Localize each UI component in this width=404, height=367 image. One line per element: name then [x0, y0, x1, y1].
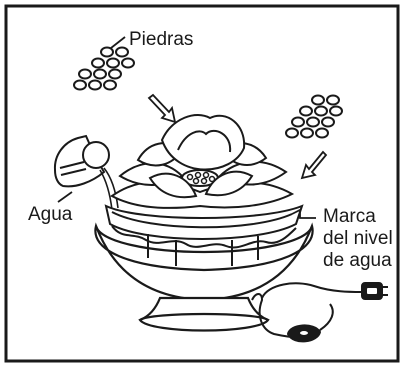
- diagram-frame: [4, 4, 400, 363]
- water-level-leader-line: [291, 208, 316, 219]
- stones-label: Piedras: [129, 29, 193, 50]
- water-level-label-line1: Marca: [323, 206, 376, 227]
- stones-group-right: [285, 94, 343, 139]
- lotus-flower: [110, 114, 295, 209]
- stones-leader-line: [110, 36, 126, 49]
- power-plug-icon: [361, 282, 388, 300]
- arrow-stones-left-icon: [147, 93, 177, 124]
- water-level-label-line3: de agua: [323, 250, 392, 271]
- fountain-bowl: [94, 222, 314, 302]
- stones-group-left: [73, 46, 135, 91]
- arrow-stones-right-icon: [300, 150, 328, 180]
- water-label: Agua: [28, 204, 73, 225]
- fountain-base: [138, 296, 270, 332]
- water-stream: [99, 167, 119, 211]
- water-level-label-line2: del nivel: [323, 228, 393, 249]
- water-leader-line: [57, 191, 73, 203]
- fountain-tiers: [104, 204, 304, 266]
- pitcher-icon: [53, 134, 110, 188]
- cord-switch-icon: [286, 324, 322, 343]
